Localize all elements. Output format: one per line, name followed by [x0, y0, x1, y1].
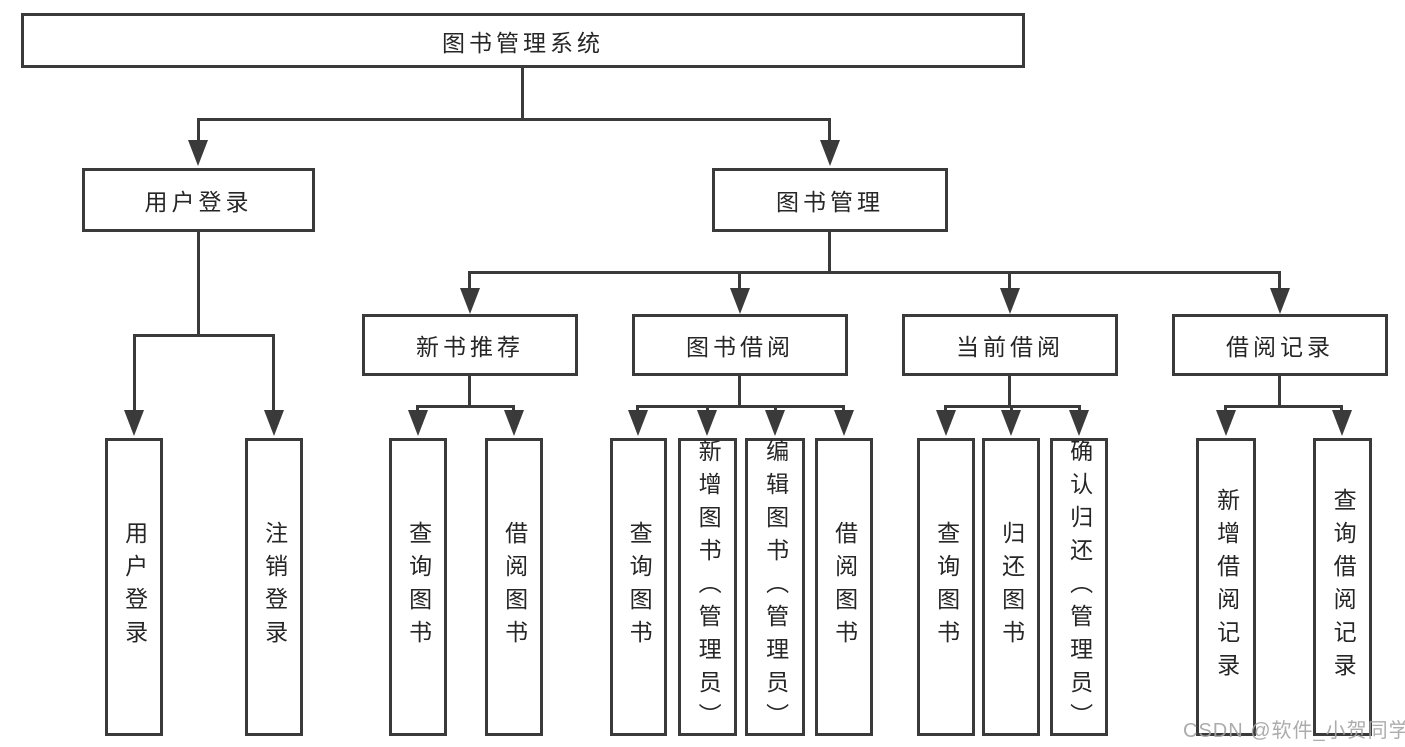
node-current-borrow: 当前借阅	[902, 314, 1118, 376]
node-label: 借阅图书	[501, 521, 528, 653]
connector-line	[416, 405, 515, 408]
arrow-down-icon	[408, 410, 428, 436]
node-label: 编辑图书（管理员）	[762, 438, 789, 736]
leaf-logout: 注销登录	[245, 438, 303, 736]
connector-line	[1278, 271, 1281, 295]
leaf-br-add-record: 新增借阅记录	[1196, 438, 1256, 736]
leaf-cb-query-book: 查询图书	[917, 438, 975, 736]
arrow-down-icon	[1000, 288, 1020, 314]
node-label: 借阅图书	[831, 521, 858, 653]
node-label: 确认归还（管理员）	[1066, 438, 1093, 736]
node-label: 用户登录	[144, 189, 253, 215]
leaf-rec-borrow-book: 借阅图书	[485, 438, 543, 736]
node-user-login: 用户登录	[82, 168, 315, 232]
connector-line	[828, 230, 831, 273]
csdn-watermark: CSDN @软件_小贺同学	[1183, 720, 1405, 742]
node-label: 图书管理	[776, 189, 884, 215]
connector-line	[1008, 374, 1011, 407]
leaf-rec-query-book: 查询图书	[389, 438, 447, 736]
node-book-management: 图书管理	[712, 168, 948, 232]
node-label: 新书推荐	[416, 334, 524, 360]
node-root-library-system: 图书管理系统	[21, 13, 1025, 68]
connector-line	[197, 118, 200, 146]
arrow-down-icon	[834, 410, 854, 436]
connector-line	[468, 271, 471, 295]
connector-line	[197, 230, 200, 336]
arrow-down-icon	[1069, 410, 1089, 436]
node-new-book-recommend: 新书推荐	[362, 314, 578, 376]
connector-line	[1278, 374, 1281, 407]
node-label: 注销登录	[261, 521, 288, 653]
arrow-down-icon	[124, 410, 144, 436]
arrow-down-icon	[730, 288, 750, 314]
arrow-down-icon	[504, 410, 524, 436]
leaf-bb-borrow-book: 借阅图书	[815, 438, 873, 736]
leaf-bb-edit-book-admin: 编辑图书（管理员）	[745, 438, 805, 736]
connector-line	[636, 405, 845, 408]
node-label: 借阅记录	[1226, 334, 1334, 360]
arrow-down-icon	[460, 288, 480, 314]
node-label: 新增图书（管理员）	[695, 438, 722, 736]
connector-line	[468, 374, 471, 407]
node-label: 用户登录	[121, 521, 148, 653]
connector-line	[272, 334, 275, 416]
connector-line	[828, 118, 831, 146]
arrow-down-icon	[1216, 410, 1236, 436]
leaf-bb-add-book-admin: 新增图书（管理员）	[678, 438, 737, 736]
node-borrow-records: 借阅记录	[1172, 314, 1388, 376]
node-label: 查询图书	[626, 521, 653, 653]
arrow-down-icon	[264, 410, 284, 436]
arrow-down-icon	[936, 410, 956, 436]
arrow-down-icon	[1270, 288, 1290, 314]
node-label: 新增借阅记录	[1213, 488, 1240, 686]
node-label: 图书管理系统	[442, 29, 604, 56]
leaf-cb-confirm-return-admin: 确认归还（管理员）	[1050, 438, 1108, 736]
connector-line	[1008, 271, 1011, 295]
connector-line	[521, 66, 524, 120]
leaf-br-query-record: 查询借阅记录	[1313, 438, 1372, 736]
connector-line	[133, 334, 275, 337]
connector-line	[738, 271, 741, 295]
node-label: 查询图书	[933, 521, 960, 653]
node-label: 查询借阅记录	[1330, 488, 1357, 686]
leaf-user-login: 用户登录	[105, 438, 163, 736]
connector-line	[197, 118, 831, 121]
arrow-down-icon	[820, 140, 840, 166]
connector-line	[1224, 405, 1343, 408]
arrow-down-icon	[765, 410, 785, 436]
arrow-down-icon	[628, 410, 648, 436]
leaf-cb-return-book: 归还图书	[982, 438, 1040, 736]
arrow-down-icon	[697, 410, 717, 436]
node-book-borrow: 图书借阅	[632, 314, 848, 376]
node-label: 归还图书	[998, 521, 1025, 653]
connector-line	[738, 374, 741, 407]
arrow-down-icon	[188, 140, 208, 166]
node-label: 图书借阅	[686, 334, 794, 360]
arrow-down-icon	[1001, 410, 1021, 436]
node-label: 查询图书	[405, 521, 432, 653]
connector-line	[133, 334, 136, 416]
leaf-bb-query-book: 查询图书	[610, 438, 667, 736]
connector-line	[468, 271, 1281, 274]
node-label: 当前借阅	[956, 334, 1064, 360]
arrow-down-icon	[1332, 410, 1352, 436]
